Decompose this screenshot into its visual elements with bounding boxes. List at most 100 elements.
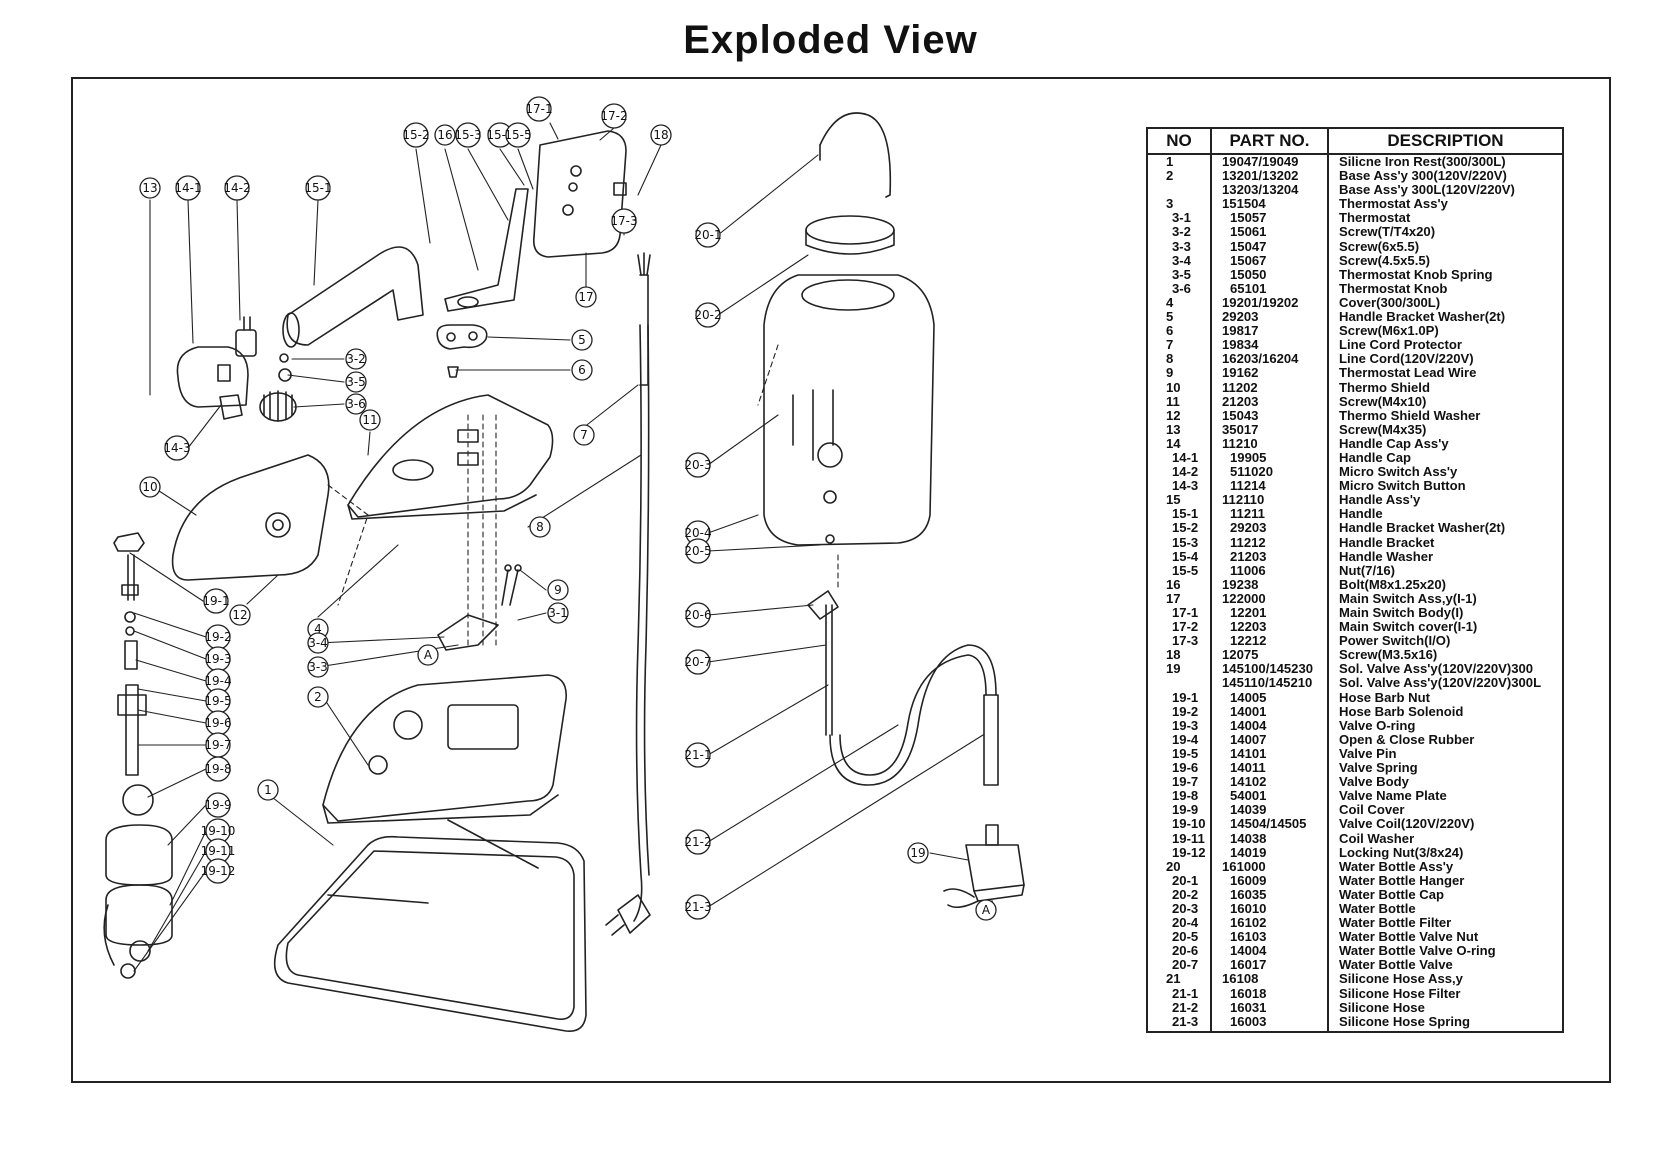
cell-no: 19-9 [1147,803,1212,818]
callout-label: 19-5 [204,694,231,708]
cell-no: 19-12 [1147,845,1212,860]
callout-19-12: 19-12 [201,858,235,884]
header-no: NO [1146,127,1212,155]
callout-6: 6 [571,359,593,381]
callout-label: 6 [578,363,586,377]
callout-circle [571,359,593,381]
cell-description: Valve Body [1339,774,1409,790]
cell-part-no: 16003 [1211,1014,1329,1032]
cell-part-no: 14005 [1211,690,1329,705]
exploded-view-drawing: 1314-114-215-115-21615-315-415-517-117-2… [103,96,1025,1032]
callout-label: 15-3 [454,128,481,142]
callout-label: 5 [578,333,586,347]
callout-label: 3-6 [346,397,366,411]
cell-part-no: 11211 [1211,507,1329,522]
cell-no: 17-3 [1147,634,1212,649]
callout-circle [345,348,367,370]
callout-circle [685,452,711,478]
cell-no: 14 [1147,436,1212,451]
cell-description: Silicone Hose Ass,y [1339,971,1463,987]
callout-circle [529,516,551,538]
header-description: DESCRIPTION [1327,127,1564,155]
cell-no: 12 [1147,408,1212,423]
cell-description: Handle Bracket Washer(2t) [1339,309,1506,325]
callout-20-7: 20-7 [684,649,712,675]
screw-m6 [447,366,459,378]
callout-label: 19-3 [204,652,231,666]
callout-label: 4 [314,622,322,636]
cell-part-no: 12201 [1211,605,1329,621]
cell-description: Micro Switch Ass'y [1339,464,1458,480]
callout-circle [685,602,711,628]
iron-base [322,674,567,824]
callout-17-3: 17-3 [610,208,638,234]
cell-description: Thermostat Lead Wire [1339,365,1477,381]
cell-description: Main Switch cover(I-1) [1339,619,1478,635]
cell-part-no: 11210 [1211,436,1329,451]
cell-description: Screw(M4x10) [1339,393,1427,409]
cell-part-no: 112110 [1211,493,1329,508]
cell-no: 19-4 [1147,732,1212,747]
callout-19-4: 19-4 [204,668,232,694]
cell-no: 13 [1147,422,1212,437]
callout-circle [601,103,627,129]
cell-no: 8 [1147,352,1212,367]
cell-part-no: 19238 [1211,577,1329,592]
callout-16: 16 [434,124,456,146]
cell-no [1147,676,1212,691]
cell-description: Screw(M4x35) [1339,421,1427,437]
cell-no: 15 [1147,493,1212,508]
cell-no: 3-6 [1147,281,1212,296]
cell-part-no: 14504/14505 [1211,817,1329,832]
cell-description: Hose Barb Solenoid [1339,703,1464,719]
callout-15-3: 15-3 [454,122,482,148]
cell-part-no: 11212 [1211,535,1329,550]
cell-no: 15-5 [1147,563,1212,578]
cell-description: Handle Bracket [1339,534,1435,550]
cell-description: Silicone Hose Spring [1339,1013,1470,1029]
cell-description: Valve Spring [1339,760,1418,776]
callout-19-1: 19-1 [202,588,230,614]
cell-no: 3-5 [1147,267,1212,282]
callout-circle [175,175,201,201]
callout-19-2: 19-2 [204,624,232,650]
cell-description: Water Bottle Hanger [1339,872,1465,888]
cell-part-no: 16108 [1211,972,1329,987]
cell-no: 14-2 [1147,464,1212,480]
assembly-guide-lines [327,344,839,646]
cell-description: Thermostat [1339,210,1411,226]
cell-part-no: 29203 [1211,521,1329,536]
callout-label: 15-2 [402,128,429,142]
callout-circle [575,286,597,308]
bracket-washer [436,324,488,350]
callout-circle [359,409,381,431]
header-part-no: PART NO. [1210,127,1329,155]
callout-15-2: 15-2 [402,122,430,148]
callout-21-2: 21-2 [684,829,712,855]
cell-part-no: 12075 [1211,648,1329,663]
cell-description: Screw(M3.5x16) [1339,647,1438,663]
callout-circle [685,894,711,920]
cell-description: Base Ass'y 300(120V/220V) [1339,168,1507,184]
callout-14-1: 14-1 [174,175,202,201]
cell-part-no: 54001 [1211,789,1329,804]
